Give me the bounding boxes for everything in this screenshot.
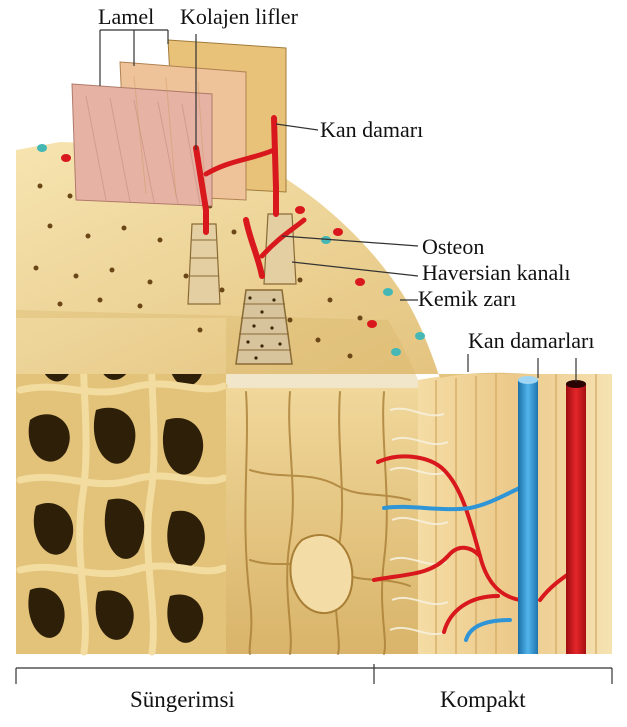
compact-bone-front [226,388,418,654]
label-kompakt: Kompakt [440,688,526,711]
label-lamel: Lamel [98,6,154,28]
label-osteon: Osteon [422,236,484,258]
label-sungerimsi: Süngerimsi [130,688,235,711]
label-kan-damarlari: Kan damarları [468,330,594,352]
lamellae [72,40,286,206]
label-kemik-zari: Kemik zarı [418,288,516,310]
label-kan-damari: Kan damarı [320,119,423,141]
label-kolajen-lifler: Kolajen lifler [180,6,298,28]
label-haversian-kanali: Haversian kanalı [422,262,570,284]
